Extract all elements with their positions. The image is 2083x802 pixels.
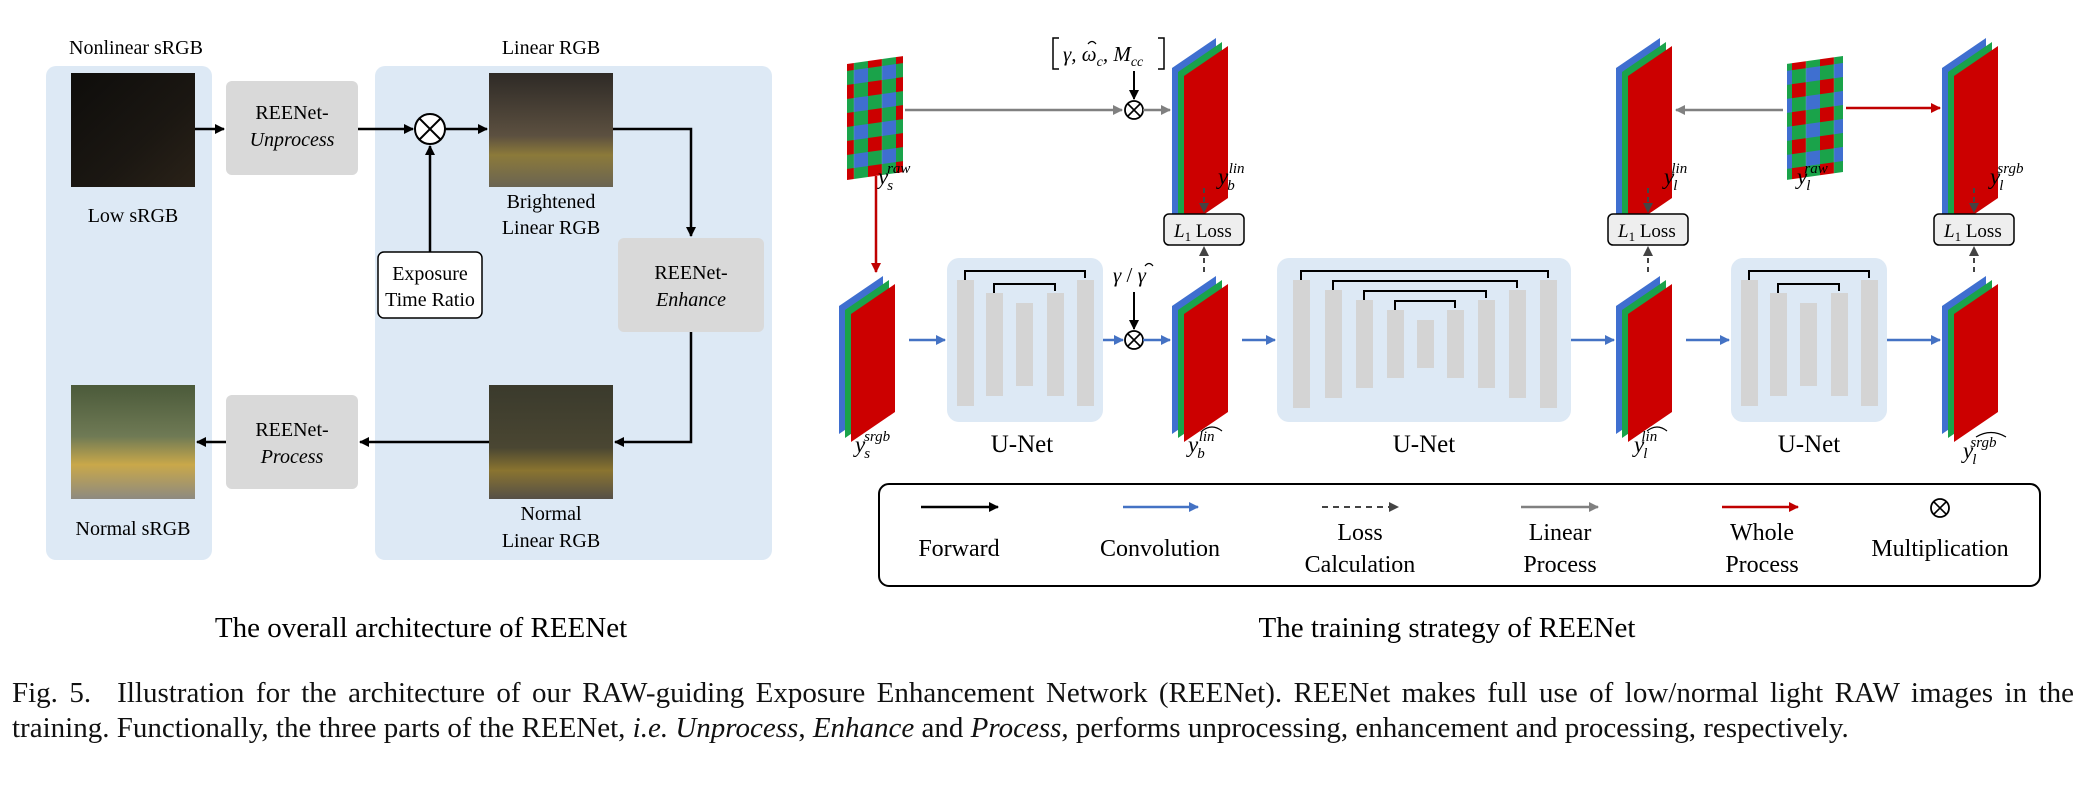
stack-b-lin — [1172, 38, 1228, 228]
label-yb-lin: yblin — [1216, 161, 1245, 194]
caption-process: Process — [970, 712, 1062, 744]
caption-text-4: and — [914, 712, 971, 744]
enhance-line1: REENet- — [654, 262, 727, 284]
unet-3-label: U-Net — [1778, 431, 1841, 458]
unet-2-skips — [1300, 270, 1549, 310]
normal-linear-label-line2: Linear RGB — [502, 530, 600, 552]
figure-caption: Fig. 5.Illustration for the architecture… — [12, 676, 2074, 746]
loss-box-l-srgb: L1 Loss — [1933, 213, 2015, 246]
caption-unprocess: Unprocess — [675, 712, 799, 744]
raw-image-s — [847, 56, 903, 180]
stack-s-srgb — [839, 276, 895, 442]
right-training-panel: U-Net U-Net U-Net γ, ωc, Mcc — [839, 37, 2041, 644]
params-text: γ, ωc, Mcc — [1063, 42, 1144, 70]
section-linear-rgb: Linear RGB — [502, 37, 600, 59]
label-yl-srgb-hat: ylsrgb — [1961, 435, 1997, 468]
params-bracket — [1052, 37, 1165, 70]
reenet-process-box — [226, 395, 358, 489]
legend-whole-line2: Process — [1725, 552, 1798, 578]
legend-whole-line1: Whole — [1730, 520, 1794, 546]
brightened-label-line2: Linear RGB — [502, 217, 600, 239]
stack-l-srgb-top — [1942, 38, 1998, 228]
enhance-line2: Enhance — [655, 289, 726, 311]
low-srgb-image — [71, 73, 195, 187]
caption-text-5: , performs unprocessing, enhancement and… — [1061, 712, 1849, 744]
loss-box-b: L1 Loss — [1163, 213, 1245, 246]
exposure-line2: Time Ratio — [385, 289, 475, 311]
process-line2: Process — [260, 446, 324, 468]
normal-srgb-label: Normal sRGB — [76, 518, 191, 540]
label-yl-srgb: ylsrgb — [1988, 161, 2024, 194]
legend-linear-line2: Process — [1523, 552, 1596, 578]
unet-1-blocks — [957, 280, 1094, 406]
unet-3-skips — [1748, 270, 1870, 293]
process-line1: REENet- — [255, 419, 328, 441]
caption-enhance: Enhance — [812, 712, 915, 744]
legend-convolution: Convolution — [1100, 536, 1220, 562]
low-srgb-label: Low sRGB — [88, 205, 179, 227]
label-yl-raw: ylraw — [1795, 161, 1828, 194]
label-yl-lin: yllin — [1662, 161, 1687, 194]
caption-text-3: , — [798, 712, 813, 744]
legend-linear-line1: Linear — [1529, 520, 1592, 546]
svg-text:L1 Loss: L1 Loss — [1173, 221, 1232, 244]
caption-text-1: Illustration for the architecture of our… — [12, 677, 2074, 744]
unet-1-label: U-Net — [991, 431, 1054, 458]
gamma-ratio: γ / γ — [1113, 263, 1147, 287]
svg-text:L1 Loss: L1 Loss — [1943, 221, 2002, 244]
arrow-bright-to-enhance — [613, 127, 696, 237]
unprocess-line1: REENet- — [255, 102, 328, 124]
brightened-label-line1: Brightened — [507, 191, 596, 213]
arrow-enhance-to-normal — [614, 332, 693, 447]
loss-box-l-lin: L1 Loss — [1607, 213, 1689, 246]
normal-srgb-image — [71, 385, 195, 499]
label-ys-raw: ysraw — [876, 161, 910, 194]
stack-l-srgb-hat — [1942, 276, 1998, 442]
label-yl-lin-hat: yllin — [1632, 429, 1657, 462]
label-ys-srgb: yssrgb — [853, 429, 891, 462]
left-architecture-panel: Nonlinear sRGB Linear RGB Low sRGB Brigh… — [46, 37, 772, 644]
stack-b-lin-hat — [1172, 276, 1228, 442]
unet-3-blocks — [1741, 280, 1878, 406]
svg-text:L1 Loss: L1 Loss — [1617, 221, 1676, 244]
label-yb-lin-hat: yblin — [1186, 429, 1215, 462]
stack-l-lin-top — [1616, 38, 1672, 228]
legend-loss-line2: Calculation — [1305, 552, 1416, 578]
normal-linear-label-line1: Normal — [520, 503, 582, 525]
section-nonlinear-srgb: Nonlinear sRGB — [69, 37, 203, 59]
raw-image-l — [1787, 55, 1843, 180]
brightened-linear-image — [489, 73, 613, 187]
stack-l-lin-hat — [1616, 276, 1672, 442]
linear-rgb-region — [375, 66, 772, 560]
reenet-enhance-box — [618, 238, 764, 332]
figure: Nonlinear sRGB Linear RGB Low sRGB Brigh… — [46, 37, 2041, 644]
unet-1-skips — [964, 270, 1086, 293]
left-subtitle: The overall architecture of REENet — [215, 612, 627, 644]
caption-ie: i.e. — [632, 712, 669, 744]
legend: Forward Convolution Loss Calculation Lin… — [878, 483, 2041, 587]
legend-loss-line1: Loss — [1337, 520, 1382, 546]
legend-multiplication: Multiplication — [1871, 536, 2008, 562]
multiply-top-icon — [1124, 100, 1144, 120]
unet-2-label: U-Net — [1393, 431, 1456, 458]
right-subtitle: The training strategy of REENet — [1259, 612, 1636, 644]
unet-2-blocks — [1293, 280, 1557, 408]
reenet-unprocess-box — [226, 81, 358, 175]
multiply-gamma-icon — [1124, 330, 1144, 350]
exposure-line1: Exposure — [392, 263, 468, 285]
legend-forward: Forward — [918, 536, 999, 562]
normal-linear-image — [489, 385, 613, 499]
caption-label: Fig. 5. — [12, 677, 92, 709]
unprocess-line2: Unprocess — [250, 129, 335, 151]
